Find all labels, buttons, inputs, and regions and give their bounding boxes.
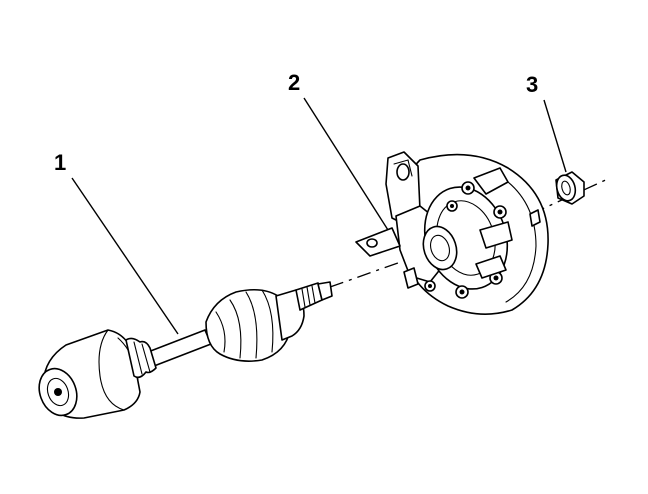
callout-1: 1: [54, 150, 67, 175]
callout-3: 3: [526, 72, 539, 97]
axle-shaft-bar: [147, 329, 212, 367]
mounting-ear-bottom: [475, 255, 507, 279]
leader-line-1: [71, 177, 179, 335]
leader-line-3: [543, 99, 567, 173]
drive-axle-shaft: [38, 281, 333, 419]
leader-line-2: [303, 97, 389, 231]
knuckle-lower-arm: [355, 227, 401, 257]
axis-centerline: [329, 177, 611, 288]
hub-bolts: [424, 181, 507, 299]
mounting-ear-top: [473, 167, 509, 195]
hub-center: [422, 225, 458, 271]
axle-nut: [555, 171, 585, 205]
callout-2: 2: [288, 70, 301, 95]
steering-knuckle-hub: [355, 151, 549, 315]
mounting-ear-right: [479, 221, 513, 249]
